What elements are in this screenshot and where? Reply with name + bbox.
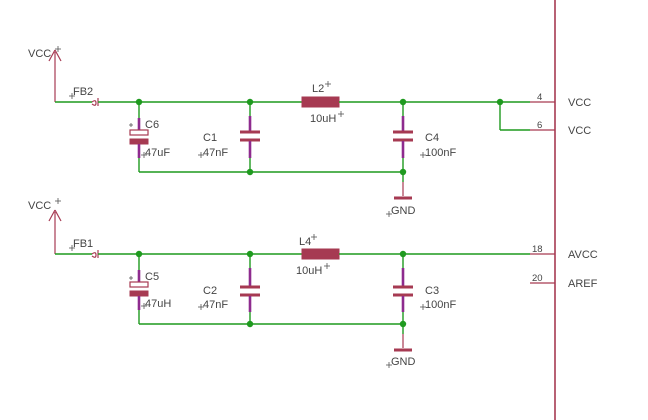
pin-name-4: VCC xyxy=(568,97,591,109)
supply-symbol-top: VCC xyxy=(28,46,62,102)
pin-name-18: AVCC xyxy=(568,249,598,261)
ferrite-label-fb1: FB1 xyxy=(73,238,93,250)
capacitor-name-c2: C2 xyxy=(203,285,217,297)
capacitor-value-c2: 47nF xyxy=(203,299,228,311)
junction-dot xyxy=(135,98,143,106)
chip-pin-18: 18 AVCC xyxy=(530,244,598,261)
inductor-name-l2: L2 xyxy=(312,83,324,95)
ferrite-label-fb2: FB2 xyxy=(73,86,93,98)
capacitor-c1: C1 47nF xyxy=(198,102,260,172)
inductor-value-l2: 10uH xyxy=(310,113,336,125)
capacitor-value-c3: 100nF xyxy=(425,299,456,311)
supply-symbol-bottom: VCC xyxy=(28,198,62,254)
ground-symbol-top: GND xyxy=(386,172,416,217)
pin-number-4: 4 xyxy=(537,92,542,103)
capacitor-value-c6: 47uF xyxy=(145,147,170,159)
capacitor-name-c4: C4 xyxy=(425,132,439,144)
junction-dot xyxy=(399,250,407,258)
inductor-l2: L2 10uH xyxy=(301,81,344,125)
pin-name-20: AREF xyxy=(568,278,598,290)
capacitor-value-c5: 47uH xyxy=(145,298,171,310)
junction-dot xyxy=(246,98,254,106)
inductor-name-l4: L4 xyxy=(299,236,311,248)
junction-dot xyxy=(496,98,504,106)
ferrite-bead-fb2: FB2 xyxy=(69,86,99,106)
junction-dot xyxy=(246,320,254,328)
capacitor-c5: C5 47uH xyxy=(129,254,171,324)
capacitor-name-c5: C5 xyxy=(145,271,159,283)
junction-dot xyxy=(399,320,407,328)
junction-dot xyxy=(399,98,407,106)
junction-dot xyxy=(246,168,254,176)
ground-label-bottom: GND xyxy=(391,356,416,368)
junction-dot xyxy=(135,250,143,258)
capacitor-c4: C4 100nF xyxy=(393,102,456,172)
capacitor-value-c4: 100nF xyxy=(425,147,456,159)
capacitor-c2: C2 47nF xyxy=(198,254,260,324)
inductor-value-l4: 10uH xyxy=(296,265,322,277)
capacitor-value-c1: 47nF xyxy=(203,147,228,159)
junction-dot xyxy=(246,250,254,258)
supply-label-bottom: VCC xyxy=(28,200,51,212)
pin-number-18: 18 xyxy=(532,244,543,255)
ground-label-top: GND xyxy=(391,205,416,217)
capacitor-c6: C6 47uF xyxy=(129,102,170,172)
pin-number-20: 20 xyxy=(532,273,543,284)
chip-pin-4: 4 VCC xyxy=(530,92,591,109)
ferrite-bead-fb1: FB1 xyxy=(69,238,99,258)
inductor-l4: L4 10uH xyxy=(296,234,340,277)
supply-label-top: VCC xyxy=(28,48,51,60)
chip-pin-6: 6 VCC xyxy=(530,120,591,137)
ground-symbol-bottom: GND xyxy=(386,324,416,368)
capacitor-c3: C3 100nF xyxy=(393,254,456,324)
pin-name-6: VCC xyxy=(568,125,591,137)
capacitor-name-c3: C3 xyxy=(425,285,439,297)
capacitor-name-c1: C1 xyxy=(203,132,217,144)
chip-pin-20: 20 AREF xyxy=(530,273,598,290)
junction-dot xyxy=(399,168,407,176)
pin-number-6: 6 xyxy=(537,120,542,131)
capacitor-name-c6: C6 xyxy=(145,119,159,131)
